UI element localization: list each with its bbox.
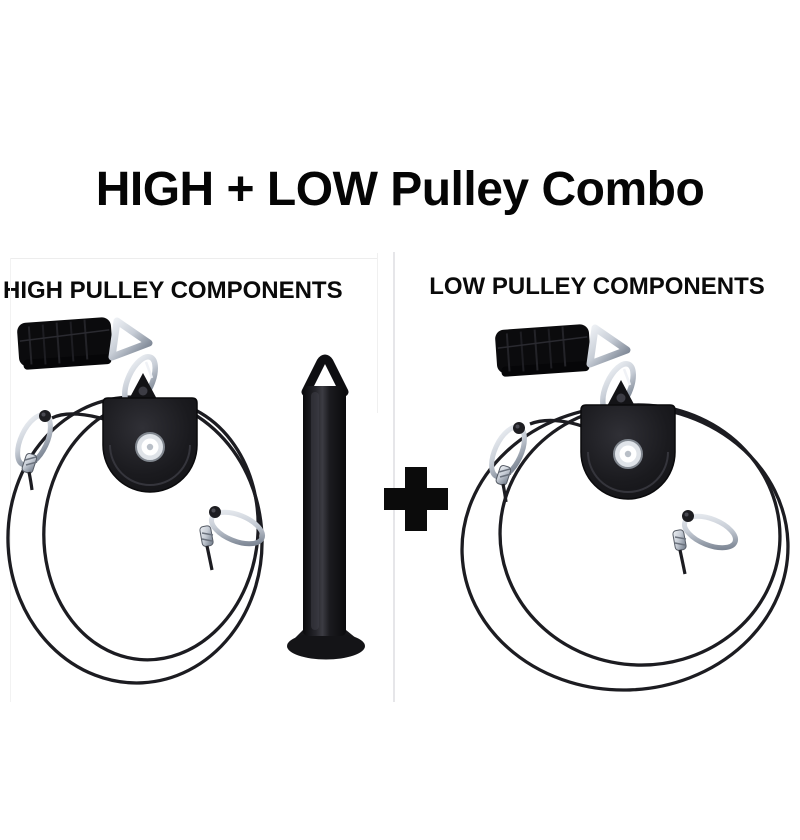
plus-icon <box>384 467 448 531</box>
left-panel-right-border <box>377 253 378 413</box>
page-title: HIGH + LOW Pulley Combo <box>95 163 705 216</box>
high-pulley-heading: HIGH PULLEY COMPONENTS <box>3 277 343 304</box>
strap-pulley <box>495 324 675 499</box>
left-panel-top-border <box>10 258 378 259</box>
panel-divider <box>393 252 395 702</box>
high-pulley-assembly <box>6 317 270 685</box>
low-pulley-heading: LOW PULLEY COMPONENTS <box>429 273 765 300</box>
strap-pulley <box>17 317 197 492</box>
low-pulley-assembly <box>460 324 790 692</box>
loading-pin <box>287 354 365 660</box>
left-panel-left-border <box>10 258 11 702</box>
snap-hook-icon <box>672 510 740 574</box>
